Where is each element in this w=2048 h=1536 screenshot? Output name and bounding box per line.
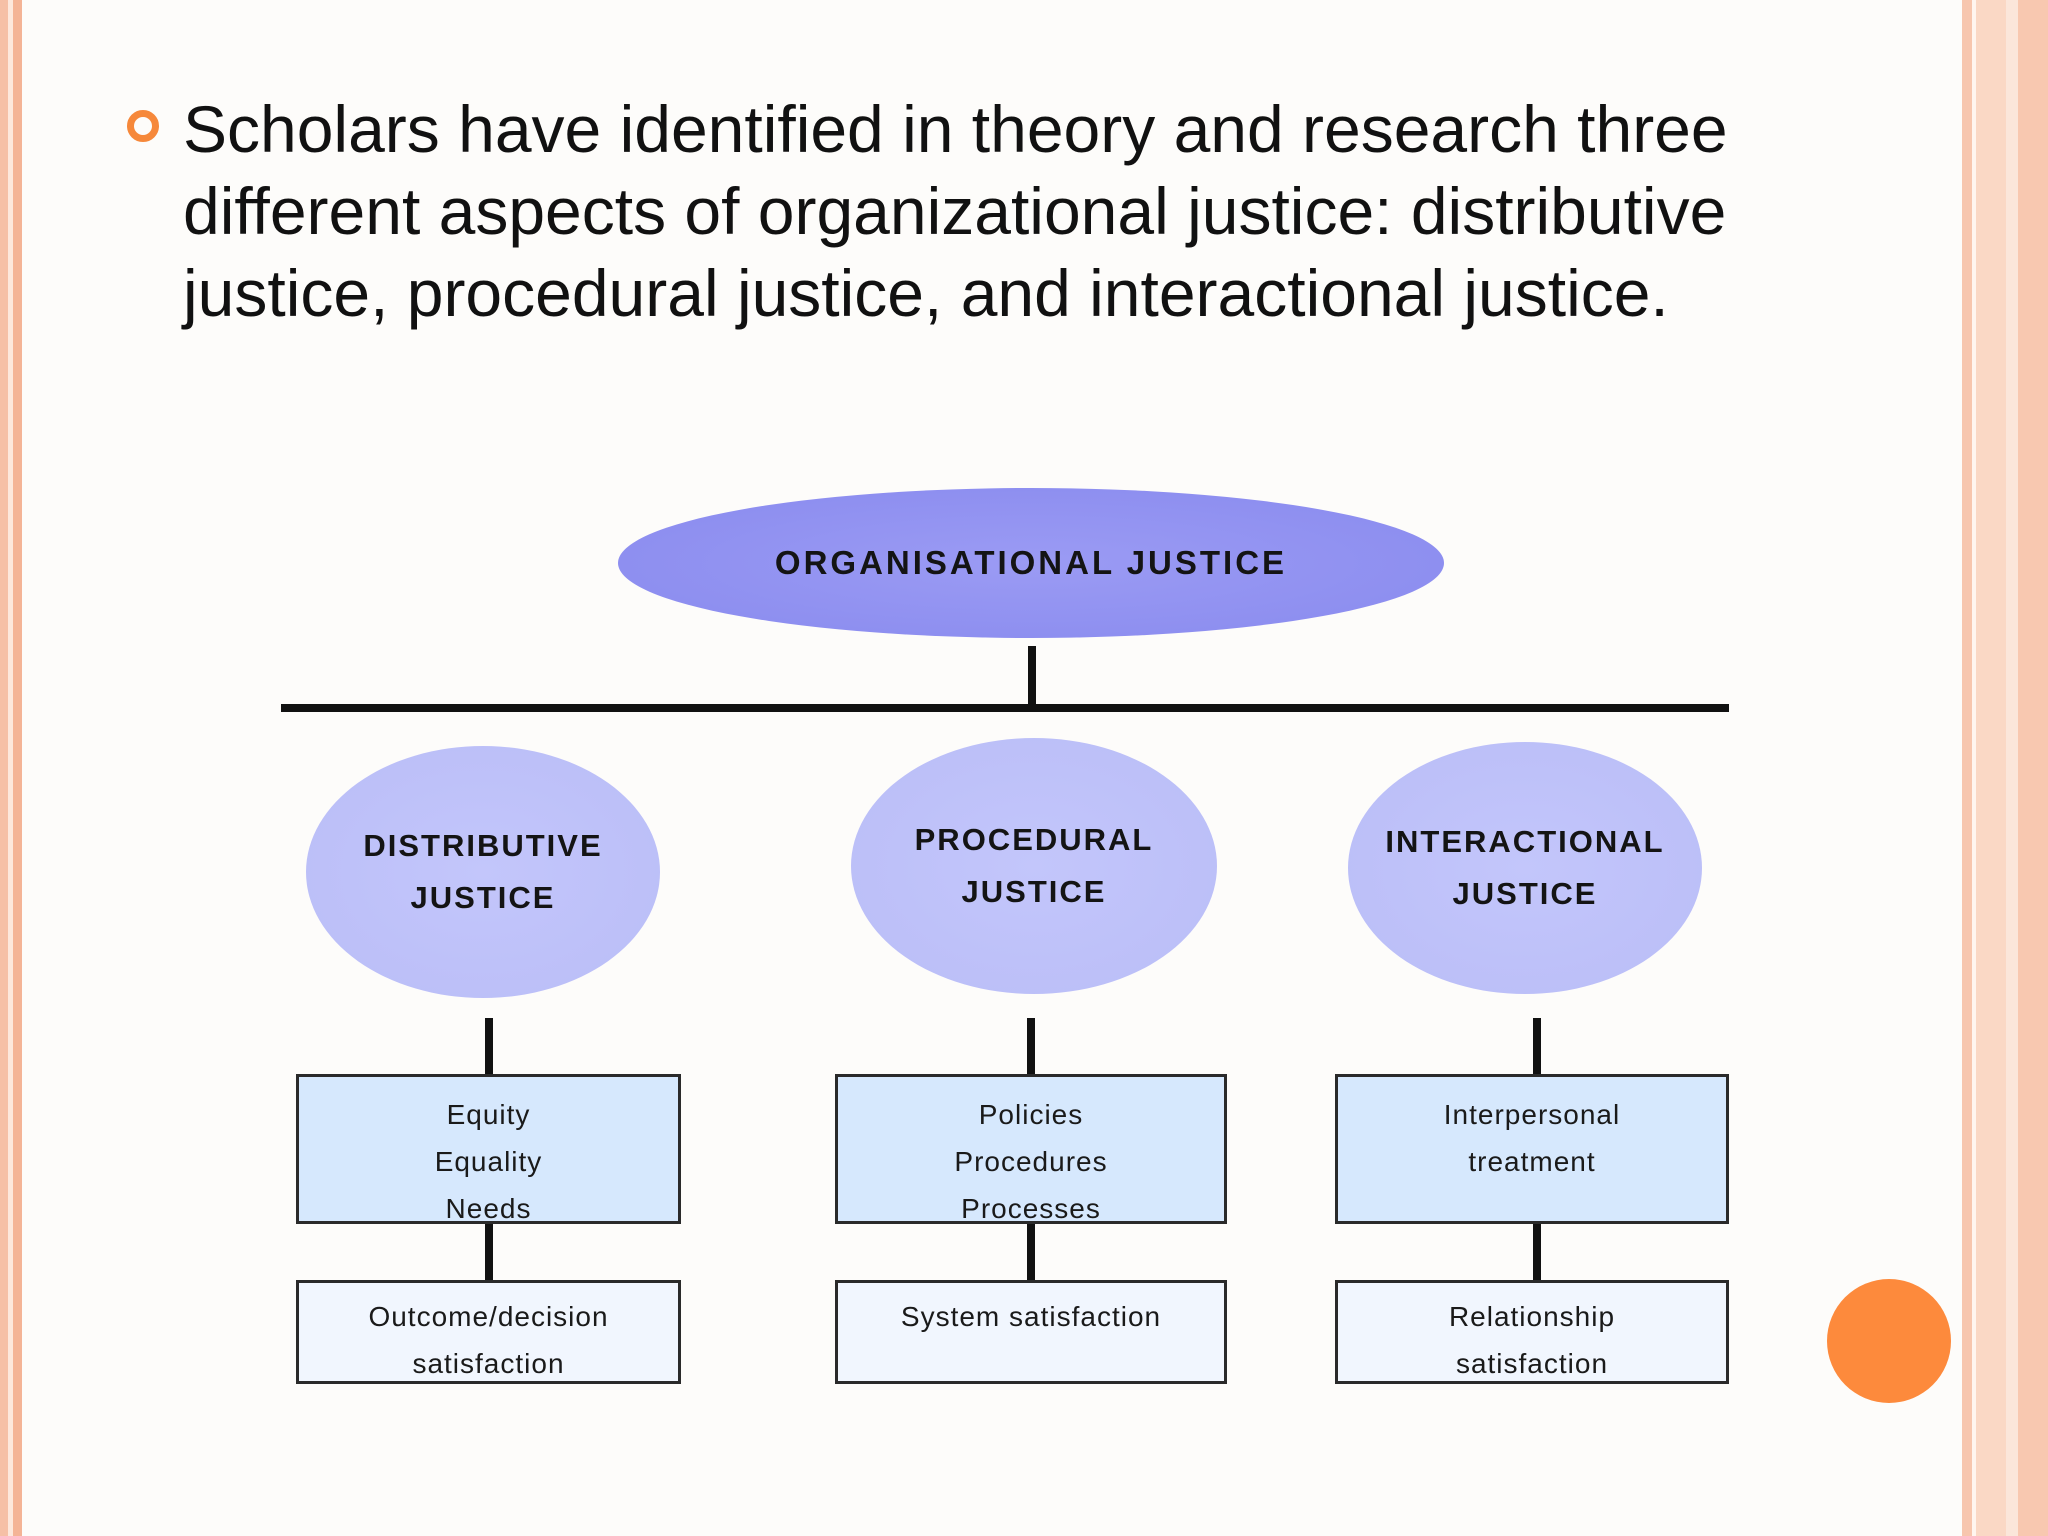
ellipse-procedural-justice: PROCEDURAL JUSTICE [851,738,1217,994]
decorative-orange-circle [1827,1279,1951,1403]
item-text: Equality [434,1146,543,1177]
outcome-connector-distributive [485,1224,493,1280]
outcome-connector-interactional [1533,1224,1541,1280]
items-box-distributive: Equity Equality Needs [296,1074,681,1224]
branch-connector-interactional [1533,1018,1541,1074]
bullet-text: Scholars have identified in theory and r… [183,92,1728,330]
ellipse-distributive-justice: DISTRIBUTIVE JUSTICE [306,746,660,998]
right-border-stripe [1962,0,2048,1536]
outcome-text: Outcome/decision [368,1301,609,1332]
horizontal-connector [281,704,1729,712]
branch-connector-procedural [1027,1018,1035,1074]
ellipse-label-line: PROCEDURAL [914,822,1154,857]
items-box-interactional: Interpersonal treatment [1335,1074,1729,1224]
ellipse-label-line: JUSTICE [961,874,1107,909]
branch-connector-distributive [485,1018,493,1074]
outcome-box-distributive: Outcome/decision satisfaction [296,1280,681,1384]
outcome-text: satisfaction [412,1348,565,1379]
item-text: Policies [978,1099,1084,1130]
item-text: Interpersonal [1443,1099,1621,1130]
items-box-procedural: Policies Procedures Processes [835,1074,1227,1224]
outcome-box-procedural: System satisfaction [835,1280,1227,1384]
outcome-box-interactional: Relationship satisfaction [1335,1280,1729,1384]
ellipse-label-line: INTERACTIONAL [1385,824,1665,859]
outcome-text: satisfaction [1455,1348,1609,1379]
item-text: Equity [446,1099,531,1130]
item-text: Needs [445,1193,532,1224]
outcome-text: System satisfaction [900,1301,1162,1332]
bullet-icon [127,110,159,142]
root-connector [1028,646,1036,708]
ellipse-interactional-justice: INTERACTIONAL JUSTICE [1348,742,1702,994]
outcome-connector-procedural [1027,1224,1035,1280]
ellipse-label-line: JUSTICE [410,880,556,915]
ellipse-label-line: JUSTICE [1452,876,1598,911]
outcome-text: Relationship [1448,1301,1616,1332]
item-text: treatment [1468,1146,1596,1177]
root-label: ORGANISATIONAL JUSTICE [774,544,1288,581]
ellipse-label-line: DISTRIBUTIVE [363,828,603,863]
root-ellipse: ORGANISATIONAL JUSTICE [618,488,1444,638]
item-text: Procedures [954,1146,1108,1177]
left-border-stripe [0,0,22,1536]
item-text: Processes [961,1193,1101,1224]
